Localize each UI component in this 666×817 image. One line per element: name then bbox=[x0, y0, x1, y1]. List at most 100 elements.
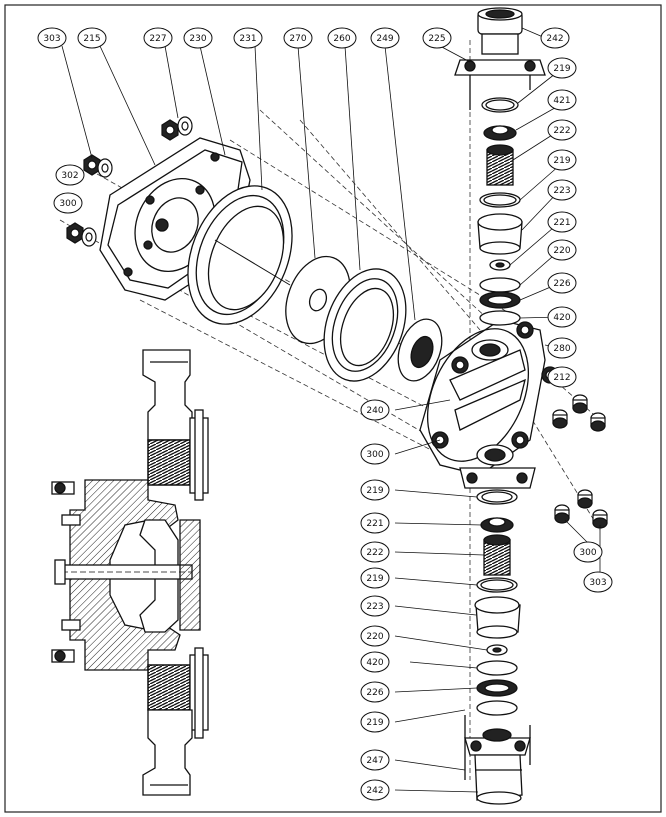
callout-c27: 221 bbox=[360, 512, 390, 534]
callout-label: 231 bbox=[239, 34, 256, 44]
callout-circle bbox=[573, 541, 603, 563]
callout-label: 300 bbox=[579, 548, 596, 558]
callout-label: 223 bbox=[366, 602, 383, 612]
callout-c34: 219 bbox=[360, 711, 390, 733]
callout-label: 227 bbox=[149, 34, 166, 44]
lower-valve-stack bbox=[459, 467, 536, 805]
callout-circle bbox=[55, 164, 85, 186]
left-bolts bbox=[66, 116, 193, 247]
callout-c16: 219 bbox=[547, 149, 577, 171]
callout-c21: 420 bbox=[547, 306, 577, 328]
callout-circle bbox=[370, 27, 400, 49]
callout-c24: 240 bbox=[360, 399, 390, 421]
callout-circle bbox=[360, 711, 390, 733]
callout-circle bbox=[360, 681, 390, 703]
callout-c19: 220 bbox=[547, 239, 577, 261]
callout-c31: 220 bbox=[360, 625, 390, 647]
callout-c10: 302 bbox=[55, 164, 85, 186]
callout-c22: 280 bbox=[547, 337, 577, 359]
callout-circle bbox=[53, 192, 83, 214]
callout-c18: 221 bbox=[547, 211, 577, 233]
callout-c28: 222 bbox=[360, 541, 390, 563]
callout-circle bbox=[422, 27, 452, 49]
callout-circle bbox=[360, 443, 390, 465]
callout-c33: 226 bbox=[360, 681, 390, 703]
callout-c9: 225 bbox=[422, 27, 452, 49]
callout-circle bbox=[143, 27, 173, 49]
upper-valve-stack bbox=[454, 7, 546, 326]
callout-label: 421 bbox=[553, 96, 570, 106]
callout-c23: 212 bbox=[547, 366, 577, 388]
drawing-border bbox=[4, 4, 662, 813]
callout-label: 215 bbox=[83, 34, 100, 44]
callout-c12: 242 bbox=[540, 27, 570, 49]
callout-c3: 227 bbox=[143, 27, 173, 49]
callout-label: 223 bbox=[553, 186, 570, 196]
callout-label: 212 bbox=[553, 373, 570, 383]
callout-label: 219 bbox=[553, 64, 570, 74]
callout-label: 226 bbox=[553, 279, 570, 289]
callout-circle bbox=[547, 89, 577, 111]
callout-circle bbox=[233, 27, 263, 49]
callout-circle bbox=[327, 27, 357, 49]
callout-label: 249 bbox=[376, 34, 393, 44]
callout-circle bbox=[547, 119, 577, 141]
callout-circle bbox=[360, 779, 390, 801]
callout-c20: 226 bbox=[547, 272, 577, 294]
callout-label: 302 bbox=[61, 171, 78, 181]
callout-label: 225 bbox=[428, 34, 445, 44]
callout-c4: 230 bbox=[183, 27, 213, 49]
callout-c32: 420 bbox=[360, 651, 390, 673]
callout-label: 303 bbox=[43, 34, 60, 44]
callout-c17: 223 bbox=[547, 179, 577, 201]
callout-label: 220 bbox=[366, 632, 383, 642]
callout-c25: 300 bbox=[360, 443, 390, 465]
callout-circle bbox=[360, 567, 390, 589]
callout-c29: 219 bbox=[360, 567, 390, 589]
callout-label: 242 bbox=[366, 786, 383, 796]
callout-c13: 219 bbox=[547, 57, 577, 79]
callout-c26: 219 bbox=[360, 479, 390, 501]
callout-c30: 223 bbox=[360, 595, 390, 617]
center-housing bbox=[419, 319, 559, 476]
callout-c36: 242 bbox=[360, 779, 390, 801]
callout-label: 420 bbox=[366, 658, 383, 668]
callout-c5: 231 bbox=[233, 27, 263, 49]
callout-circle bbox=[77, 27, 107, 49]
callout-label: 270 bbox=[289, 34, 306, 44]
diaphragm-ring bbox=[187, 185, 293, 325]
callout-label: 222 bbox=[366, 548, 383, 558]
callout-circle bbox=[360, 651, 390, 673]
callout-label: 280 bbox=[553, 344, 570, 354]
callout-c11: 300 bbox=[53, 192, 83, 214]
callout-c14: 421 bbox=[547, 89, 577, 111]
callout-label: 240 bbox=[366, 406, 383, 416]
callout-c2: 215 bbox=[77, 27, 107, 49]
right-fittings bbox=[552, 394, 608, 529]
callout-c35: 247 bbox=[360, 749, 390, 771]
callout-label: 242 bbox=[546, 34, 563, 44]
callout-circle bbox=[360, 625, 390, 647]
callout-label: 219 bbox=[553, 156, 570, 166]
callout-c38: 303 bbox=[583, 571, 613, 593]
callout-circle bbox=[547, 149, 577, 171]
callout-label: 247 bbox=[366, 756, 383, 766]
callout-circle bbox=[547, 57, 577, 79]
callout-c15: 222 bbox=[547, 119, 577, 141]
callout-c8: 249 bbox=[370, 27, 400, 49]
callout-label: 300 bbox=[366, 450, 383, 460]
callout-label: 260 bbox=[333, 34, 350, 44]
callout-label: 303 bbox=[589, 578, 606, 588]
callout-label: 420 bbox=[553, 313, 570, 323]
callout-label: 221 bbox=[553, 218, 570, 228]
callout-circle bbox=[37, 27, 67, 49]
callout-circle bbox=[360, 595, 390, 617]
callout-circle bbox=[547, 239, 577, 261]
callout-label: 230 bbox=[189, 34, 206, 44]
callout-label: 226 bbox=[366, 688, 383, 698]
callout-circle bbox=[540, 27, 570, 49]
callout-circle bbox=[360, 512, 390, 534]
callout-label: 222 bbox=[553, 126, 570, 136]
inner-plate bbox=[397, 318, 443, 382]
